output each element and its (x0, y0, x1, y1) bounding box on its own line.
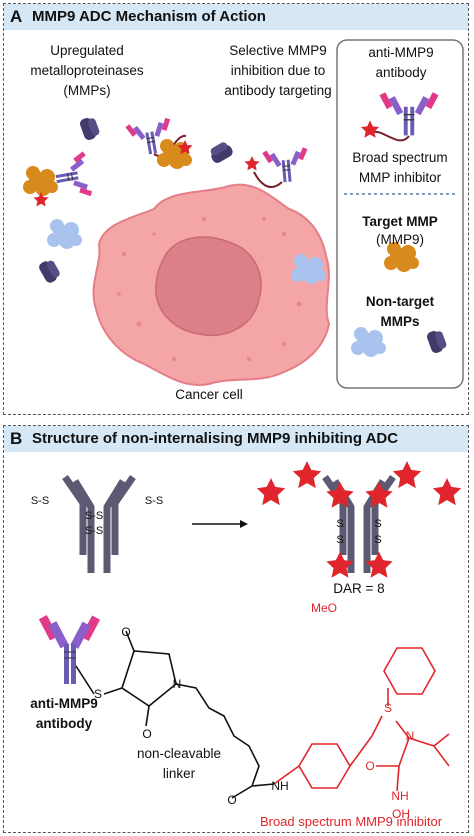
panel-a-letter: A (10, 7, 23, 26)
adc-bound-middle-icon (124, 116, 193, 169)
antibody-label: anti-MMP9 antibody (30, 696, 98, 731)
upregulated-mmps-label: Upregulated metalloproteinases (MMPs) (30, 43, 144, 98)
panel-a-illustration (23, 39, 464, 389)
inhibitor-structure (298, 647, 450, 792)
selective-inhibition-label: Selective MMP9 inhibition due to antibod… (224, 43, 332, 98)
atom-oh-hydroxamate: OH (392, 807, 410, 821)
legend-target-title: Target MMP (362, 214, 438, 229)
legend-target-sub: (MMP9) (376, 232, 424, 247)
panel-b-illustration (38, 461, 462, 799)
anti-mmp9-antibody-icon (38, 615, 101, 684)
inhibitor-label: Broad spectrum MMP9 inhibitor (259, 814, 443, 829)
legend-adc-icon (360, 91, 440, 142)
atom-nh-amide: NH (271, 779, 289, 793)
panel-a-title: MMP9 ADC Mechanism of Action (32, 8, 266, 25)
adc-right-icon (244, 146, 311, 188)
disulfide-left-inner-1: S-S (84, 510, 104, 522)
panel-b-letter: B (10, 429, 23, 448)
thiol-right-4: S (374, 534, 382, 546)
thiol-right-3: S (336, 534, 344, 546)
mmp-blue-1-icon (47, 219, 82, 249)
disulfide-left-outer: S-S (30, 495, 50, 507)
legend-antibody-label: anti-MMP9 antibody (368, 45, 434, 80)
atom-s-sulfonyl: S (383, 701, 392, 715)
atom-n-imide: N (172, 677, 182, 691)
panel-a: A MMP9 ADC Mechanism of Action (3, 3, 469, 415)
atom-n-sulfonamide: N (405, 729, 415, 743)
inhibitor-stars (256, 461, 462, 578)
thiol-right-1: S (336, 518, 344, 530)
atom-meo: MeO (310, 601, 337, 615)
atom-o-amide: O (227, 793, 237, 807)
mmp-dark-1-icon (78, 115, 102, 142)
disulfide-left-outer-2: S-S (144, 495, 164, 507)
atom-o-bottom: O (142, 727, 152, 741)
legend-nontarget-title: Non-target MMPs (365, 294, 435, 329)
dar-label: DAR = 8 (333, 581, 385, 596)
panel-b-header: B Structure of non-internalising MMP9 in… (4, 426, 468, 452)
panel-a-header: A MMP9 ADC Mechanism of Action (4, 4, 468, 30)
disulfide-left-inner-2: S-S (84, 525, 104, 537)
atom-s-linker: S (93, 687, 102, 701)
panel-b: B Structure of non-internalising MMP9 in… (3, 425, 469, 833)
mmp-dark-2-icon (207, 139, 235, 165)
mmp-dark-3-icon (37, 257, 63, 285)
amide-bond (273, 765, 300, 785)
reaction-arrowhead (240, 520, 248, 528)
nucleus-icon (155, 236, 262, 337)
cancer-cell-label: Cancer cell (175, 387, 243, 402)
legend-inhibitor-label: Broad spectrum MMP inhibitor (352, 150, 448, 185)
thiol-right-2: S (374, 518, 382, 530)
atom-o-hydroxamate: O (365, 759, 375, 773)
linker-label: non-cleavable linker (136, 746, 222, 781)
adc-bound-left-icon (23, 150, 94, 207)
panel-b-title: Structure of non-internalising MMP9 inhi… (32, 430, 399, 447)
atom-nh-hydroxamate: NH (391, 789, 409, 803)
linker-structure (75, 630, 275, 799)
atom-o-top: O (121, 625, 131, 639)
